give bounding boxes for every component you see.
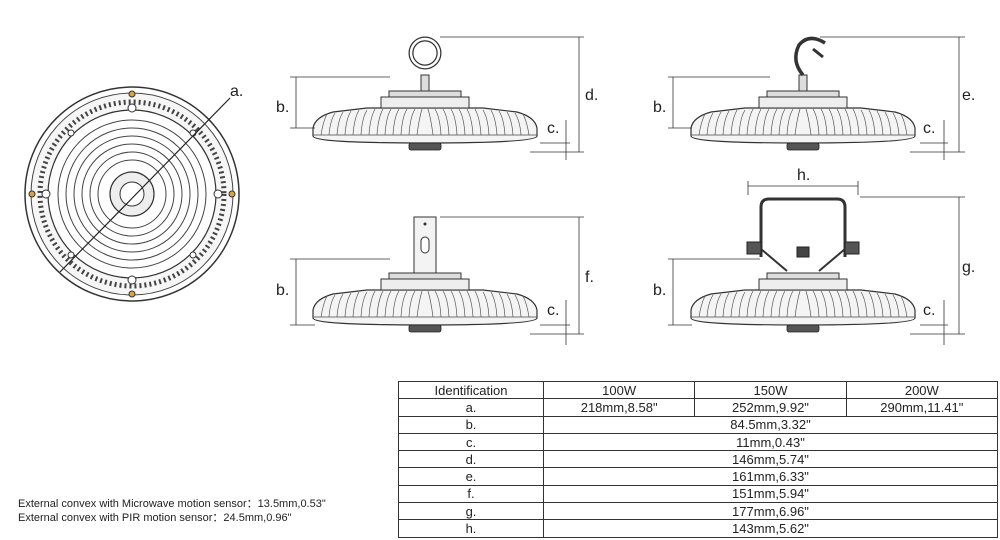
row-id: c. (398, 432, 544, 452)
cell-value: 151mm,5.94" (543, 484, 998, 504)
table-header-row: Identification 100W 150W 200W (398, 380, 999, 400)
row-id: h. (398, 519, 544, 538)
header-200w: 200W (845, 380, 999, 400)
table-row: f. 151mm,5.94" (398, 484, 998, 504)
label-g: g. (962, 259, 975, 276)
label-a: a. (230, 83, 243, 100)
side-view-pipe (312, 216, 538, 333)
top-view (24, 86, 240, 302)
side-view-bracket (690, 197, 916, 333)
microwave-sensor-note: External convex with Microwave motion se… (18, 498, 326, 510)
table-row: d. 146mm,5.74" (398, 450, 998, 469)
header-identification: Identification (398, 380, 544, 400)
label-c-2: c. (923, 120, 935, 137)
label-e: e. (962, 87, 975, 104)
cell-200w: 290mm,11.41" (845, 398, 999, 417)
row-id: g. (398, 502, 544, 521)
label-d: d. (585, 87, 598, 104)
cell-value: 11mm,0.43" (543, 432, 998, 452)
cell-100w: 218mm,8.58" (542, 398, 696, 417)
side-view-open-hook (690, 36, 916, 151)
label-h: h. (797, 167, 810, 184)
header-150w: 150W (694, 380, 847, 400)
label-c-1: c. (547, 120, 559, 137)
table-row: c. 11mm,0.43" (398, 432, 998, 452)
header-100w: 100W (542, 380, 696, 400)
cell-value: 161mm,6.33" (543, 467, 998, 486)
cell-value: 177mm,6.96" (543, 502, 998, 521)
label-c-4: c. (923, 302, 935, 319)
cell-value: 146mm,5.74" (543, 450, 998, 469)
table-row: g. 177mm,6.96" (398, 502, 998, 521)
row-id: a. (398, 398, 544, 417)
label-b-2: b. (653, 99, 666, 116)
side-view-hook (312, 36, 538, 151)
pir-sensor-note: External convex with PIR motion sensor：2… (18, 512, 292, 524)
row-id: e. (398, 467, 544, 486)
dimension-table: Identification 100W 150W 200W a. 218mm,8… (398, 380, 999, 538)
label-b-3: b. (276, 282, 289, 299)
label-f: f. (585, 269, 594, 286)
row-id: d. (398, 450, 544, 469)
cell-value: 84.5mm,3.32" (543, 415, 998, 434)
table-row: e. 161mm,6.33" (398, 467, 998, 486)
label-b-4: b. (653, 282, 666, 299)
label-c-3: c. (547, 302, 559, 319)
label-b-1: b. (276, 99, 289, 116)
cell-150w: 252mm,9.92" (694, 398, 847, 417)
row-id: b. (398, 415, 544, 434)
table-row: a. 218mm,8.58" 252mm,9.92" 290mm,11.41" (398, 398, 999, 417)
table-row: b. 84.5mm,3.32" (398, 415, 998, 434)
cell-value: 143mm,5.62" (543, 519, 998, 538)
row-id: f. (398, 484, 544, 504)
table-row: h. 143mm,5.62" (398, 519, 998, 538)
